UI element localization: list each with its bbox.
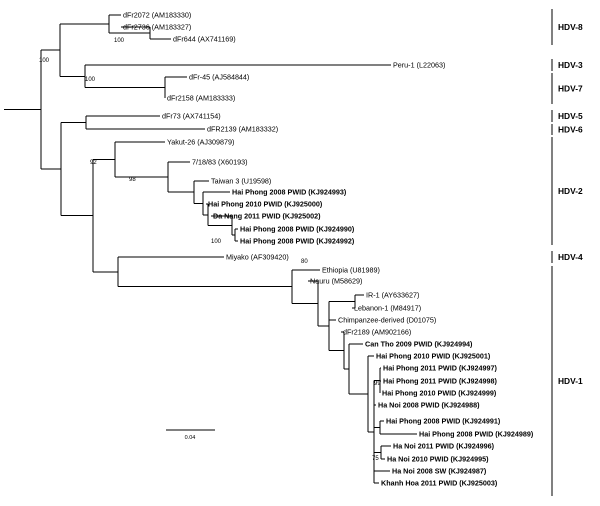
tip-label: dFr644 (AX741169): [173, 35, 236, 44]
tip-label: dFr2736 (AM183327): [123, 23, 191, 32]
tip-label: Hai Phong 2011 PWID (KJ924997): [383, 364, 497, 373]
tip-label: Ethiopia (U81989): [322, 266, 380, 275]
tip-label: Hai Phong 2008 PWID (KJ924993): [232, 188, 347, 197]
tip-label: Khanh Hoa 2011 PWID (KJ925003): [381, 479, 498, 488]
tip-label: Chimpanzee-derived (D01075): [338, 316, 436, 325]
group-label: HDV-7: [558, 84, 583, 94]
tip-label: dFr2189 (AM902166): [343, 328, 411, 337]
bootstrap-value: 100: [39, 58, 50, 64]
tip-label: Lebanon-1 (M84917): [354, 304, 421, 313]
bootstrap-value: 99: [374, 381, 381, 387]
tip-label: Hai Phong 2008 PWID (KJ924990): [240, 225, 355, 234]
bootstrap-labels: 100 100 100 92 98 100 80 99 75: [39, 38, 381, 462]
group-label: HDV-8: [558, 22, 583, 32]
tip-label: Hai Phong 2008 PWID (KJ924989): [419, 430, 534, 439]
tip-label: Da Nang 2011 PWID (KJ925002): [213, 212, 321, 221]
tip-label: Hai Phong 2010 PWID (KJ925001): [376, 352, 491, 361]
tip-label: dFR2139 (AM183332): [207, 125, 278, 134]
tip-label: Peru-1 (L22063): [393, 61, 445, 70]
tip-label: Ha Noi 2011 PWID (KJ924996): [393, 442, 495, 451]
bootstrap-value: 92: [90, 160, 97, 166]
tip-label: Hai Phong 2008 PWID (KJ924992): [240, 237, 355, 246]
bootstrap-value: 100: [114, 38, 125, 44]
group-label: HDV-4: [558, 252, 583, 262]
tip-label: Ha Noi 2008 SW (KJ924987): [392, 467, 487, 476]
tip-label: dFr2158 (AM183333): [167, 94, 235, 103]
bootstrap-value: 75: [372, 456, 379, 462]
tip-label: Miyako (AF309420): [226, 253, 289, 262]
bootstrap-value: 98: [129, 177, 136, 183]
tree-branches: [4, 14, 417, 484]
tip-label: Taiwan 3 (U19598): [211, 177, 271, 186]
tip-label: Yakut-26 (AJ309879): [167, 138, 234, 147]
tip-label: dFr2072 (AM183330): [123, 11, 191, 20]
tip-label: Hai Phong 2011 PWID (KJ924998): [383, 377, 497, 386]
bootstrap-value: 100: [211, 239, 222, 245]
scale-bar-label: 0.04: [185, 435, 196, 441]
tip-label: Hai Phong 2008 PWID (KJ924991): [386, 417, 501, 426]
tip-label: IR-1 (AY633627): [366, 291, 419, 300]
tip-label: Hai Phong 2010 PWID (KJ924999): [382, 389, 497, 398]
tip-label: Hai Phong 2010 PWID (KJ925000): [208, 200, 323, 209]
group-label: HDV-6: [558, 125, 583, 135]
group-label: HDV-2: [558, 186, 583, 196]
scale-bar: 0.04: [166, 429, 215, 441]
tip-label: dFr73 (AX741154): [162, 112, 221, 121]
tip-label: Ha Noi 2008 PWID (KJ924988): [378, 401, 480, 410]
tip-label: Can Tho 2009 PWID (KJ924994): [365, 340, 473, 349]
group-label: HDV-3: [558, 60, 583, 70]
tip-label: Ha Noi 2010 PWID (KJ924995): [387, 455, 489, 464]
group-label: HDV-1: [558, 376, 583, 386]
group-label: HDV-5: [558, 111, 583, 121]
bootstrap-value: 80: [301, 259, 308, 265]
bootstrap-value: 100: [85, 77, 96, 83]
tip-labels: dFr2072 (AM183330) dFr2736 (AM183327) dFr6…: [123, 11, 534, 488]
tip-label: Nauru (M58629): [310, 277, 362, 286]
tip-label: 7/18/83 (X60193): [192, 158, 248, 167]
tip-label: dFr-45 (AJ584844): [189, 73, 249, 82]
